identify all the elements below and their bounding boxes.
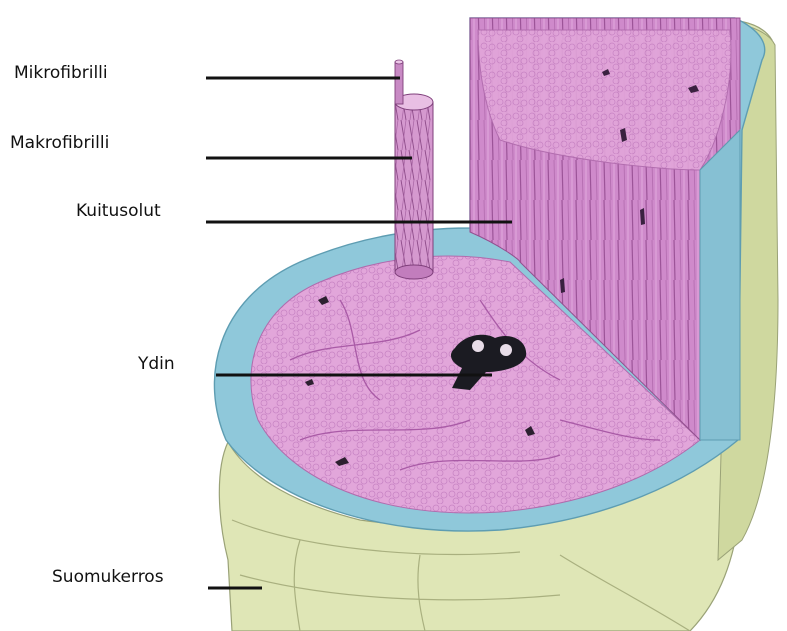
label-ydin: Ydin [138,354,175,374]
label-makrofibrilli: Makrofibrilli [10,133,109,153]
label-kuitusolut: Kuitusolut [76,201,161,221]
label-suomukerros: Suomukerros [52,567,164,587]
macrofibril [395,94,433,279]
microfibril [395,60,403,104]
label-mikrofibrilli: Mikrofibrilli [14,63,108,83]
